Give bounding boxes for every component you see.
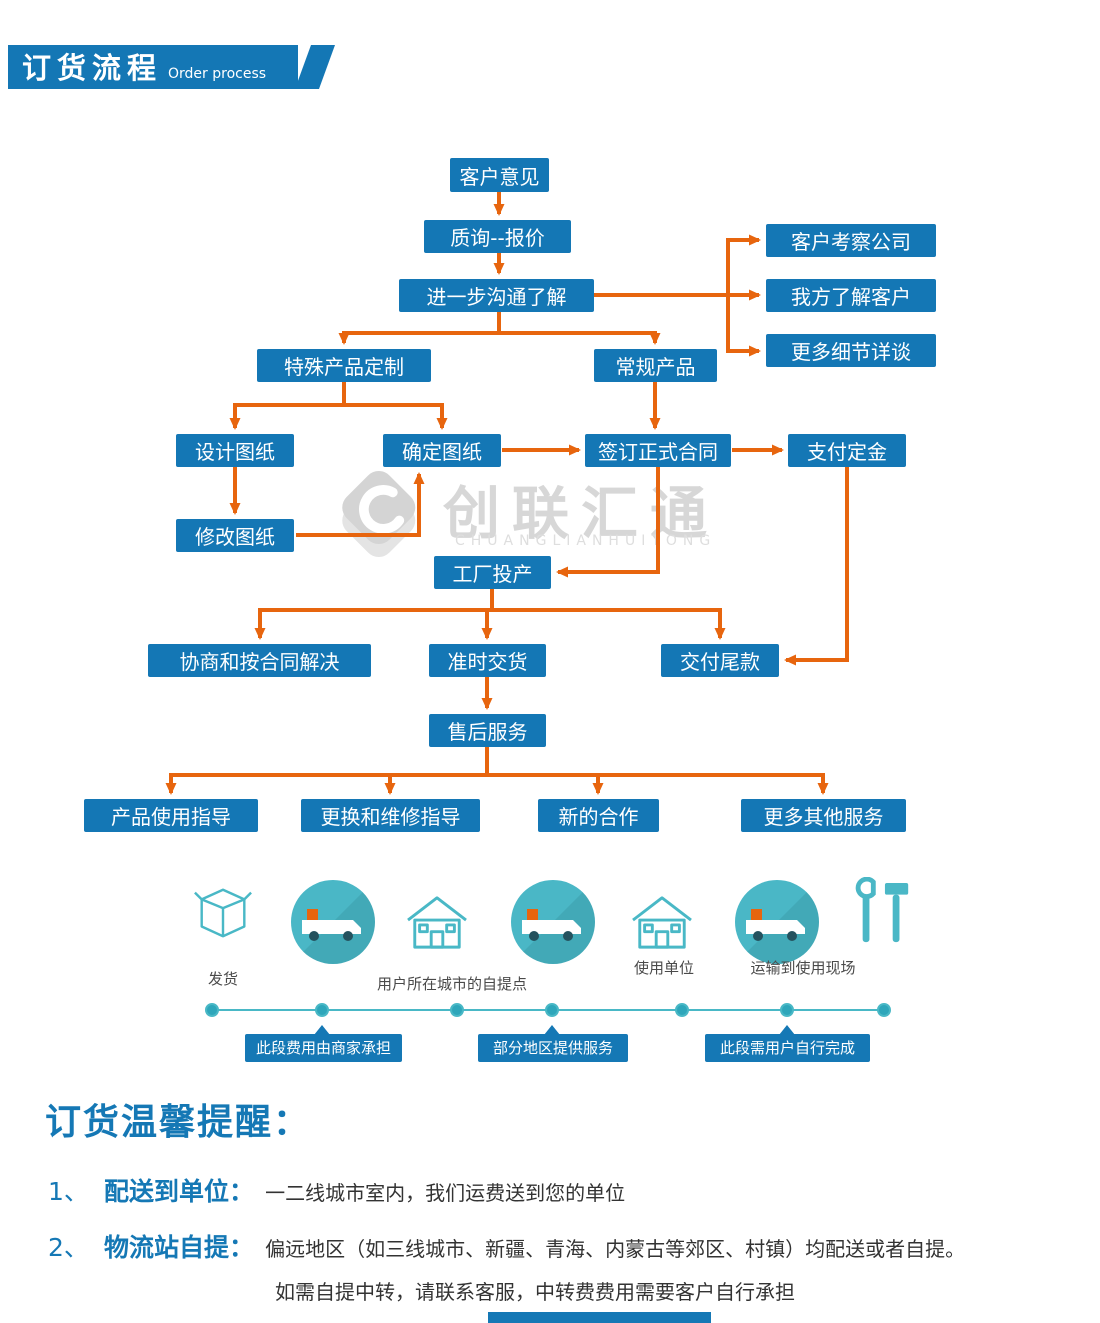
flow-node-replacement-repair-guidance: 更换和维修指导: [301, 799, 480, 832]
station-label-user-unit: 使用单位: [633, 959, 694, 977]
page-subtitle: Order process: [168, 65, 267, 82]
timeline-dot: [877, 1003, 891, 1017]
flow-node-we-understand-customer: 我方了解客户: [766, 279, 936, 312]
next-section-peek: [488, 1312, 711, 1323]
reminder-item-term: 配送到单位：: [104, 1177, 255, 1206]
timeline-dot: [780, 1003, 794, 1017]
tools-icon: [855, 877, 909, 943]
flow-node-inquiry-quote: 质询--报价: [424, 220, 571, 253]
flow-node-pay-deposit: 支付定金: [788, 434, 906, 467]
callout-merchant-cost: 此段费用由商家承担: [245, 1025, 402, 1062]
flow-node-regular-product: 常规产品: [594, 349, 717, 382]
callout-text: 此段费用由商家承担: [255, 1039, 391, 1057]
flow-node-special-product-custom: 特殊产品定制: [257, 349, 431, 382]
flow-node-after-sales-service: 售后服务: [429, 714, 546, 747]
section-header-bar: 订货流程 Order process: [8, 45, 298, 89]
callout-pointer: [779, 1025, 795, 1035]
reminder-item-number: 2、: [48, 1233, 89, 1262]
reminder-item-text: 一二线城市室内，我们运费送到您的单位: [265, 1181, 626, 1205]
flow-node-confirm-drawing: 确定图纸: [383, 434, 501, 467]
flow-node-more-details-discussion: 更多细节详谈: [766, 334, 936, 367]
station-label-ship: 发货: [207, 970, 238, 988]
flowchart-arrows: [165, 192, 849, 795]
reminder-note: 如需自提中转，请联系客服，中转费费用需要客户自行承担: [275, 1280, 795, 1304]
flow-node-on-time-delivery: 准时交货: [429, 644, 546, 677]
station-label-pickup-point: 用户所在城市的自提点: [376, 975, 527, 993]
flow-node-design-drawing: 设计图纸: [176, 434, 294, 467]
timeline-dot: [675, 1003, 689, 1017]
flow-node-negotiate-per-contract: 协商和按合同解决: [148, 644, 371, 677]
reminder-item-text: 偏远地区（如三线城市、新疆、青海、内蒙古等郊区、村镇）均配送或者自提。: [265, 1237, 966, 1261]
reminder-item-self-pickup: 2、 物流站自提： 偏远地区（如三线城市、新疆、青海、内蒙古等郊区、村镇）均配送…: [48, 1228, 965, 1264]
delivery-truck-icon: [735, 880, 819, 964]
page-title: 订货流程: [22, 51, 163, 85]
flow-node-pay-balance: 交付尾款: [661, 644, 779, 677]
flow-node-new-cooperation: 新的合作: [538, 799, 659, 832]
watermark-brand-text: 创联汇通: [443, 481, 719, 547]
reminder-item-number: 1、: [48, 1177, 89, 1206]
flow-node-factory-production: 工厂投产: [434, 556, 551, 589]
flow-node-sign-formal-contract: 签订正式合同: [585, 434, 731, 467]
timeline-dot: [315, 1003, 329, 1017]
reminder-title: 订货温馨提醒：: [45, 1102, 312, 1143]
brand-logo-icon: [342, 471, 416, 557]
callout-pointer: [544, 1025, 560, 1035]
watermark-brand-en-text: CHUANGLIANHUITONG: [455, 533, 717, 549]
reminder-item-delivery: 1、 配送到单位： 一二线城市室内，我们运费送到您的单位: [48, 1172, 625, 1208]
delivery-truck-icon: [511, 880, 595, 964]
callout-pointer: [314, 1025, 330, 1035]
flow-node-customer-opinion: 客户意见: [450, 158, 549, 192]
timeline-dot: [545, 1003, 559, 1017]
pickup-house-icon: [407, 896, 467, 949]
delivery-truck-icon: [291, 880, 375, 964]
flow-node-further-communication: 进一步沟通了解: [399, 279, 594, 312]
reminder-item-term: 物流站自提：: [104, 1233, 255, 1262]
callout-user-complete: 此段需用户自行完成: [705, 1025, 870, 1062]
flow-node-more-other-services: 更多其他服务: [741, 799, 906, 832]
callout-text: 此段需用户自行完成: [719, 1039, 855, 1057]
callout-text: 部分地区提供服务: [492, 1039, 613, 1057]
callout-partial-service: 部分地区提供服务: [478, 1025, 628, 1062]
user-unit-house-icon: [632, 896, 692, 949]
flow-node-modify-drawing: 修改图纸: [176, 519, 294, 552]
flow-node-customer-visit-company: 客户考察公司: [766, 224, 936, 257]
timeline-dot: [205, 1003, 219, 1017]
shipping-box-icon: [194, 888, 252, 938]
flow-node-product-usage-guidance: 产品使用指导: [84, 799, 258, 832]
timeline-dot: [450, 1003, 464, 1017]
station-label-transport-site: 运输到使用现场: [750, 959, 856, 977]
